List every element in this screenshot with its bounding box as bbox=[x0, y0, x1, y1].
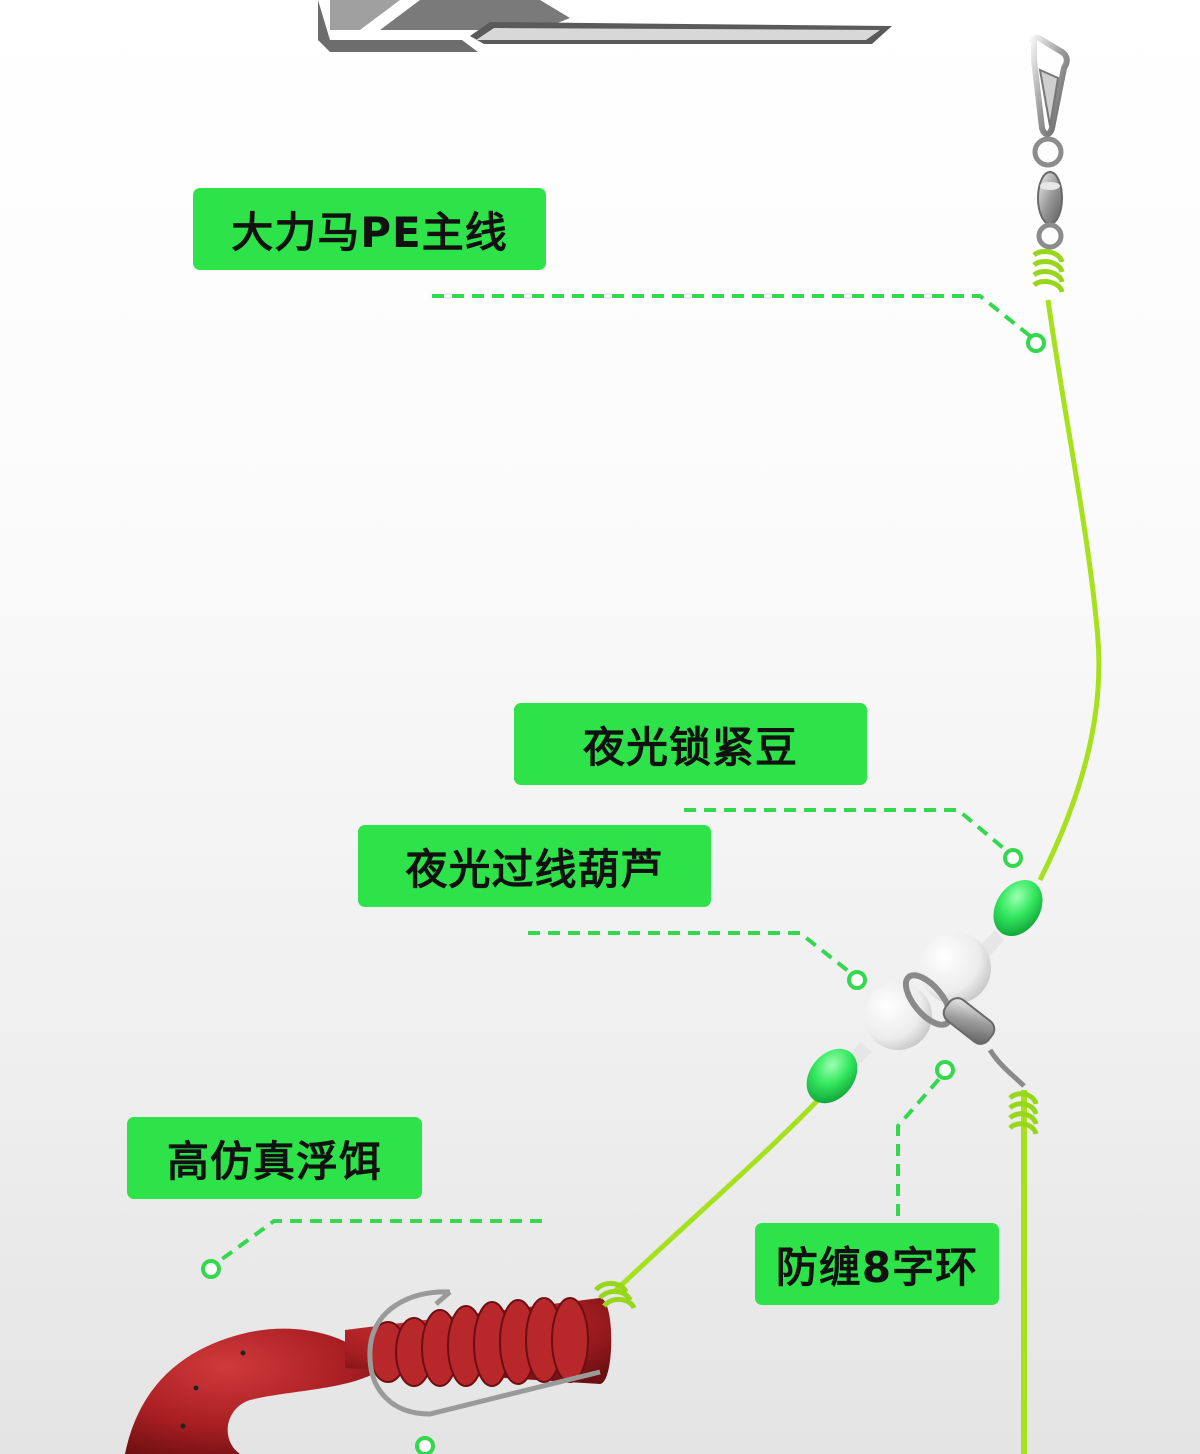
label-swivel: 防缠8字环 bbox=[755, 1223, 999, 1305]
callout-swivel bbox=[896, 1060, 955, 1216]
label-glow-gourd-text: 夜光过线葫芦 bbox=[405, 844, 664, 894]
label-swivel-text: 防缠8字环 bbox=[775, 1242, 979, 1292]
hook-icon bbox=[367, 1289, 601, 1417]
glow-gourd-icon bbox=[848, 930, 1004, 1066]
bait-icon bbox=[125, 1297, 612, 1454]
label-glow-lock-bead: 夜光锁紧豆 bbox=[514, 703, 867, 785]
header-banner-decoration bbox=[318, 0, 892, 52]
label-bait-text: 高仿真浮饵 bbox=[166, 1136, 382, 1186]
label-main-pe-line: 大力马PE主线 bbox=[193, 188, 546, 270]
label-glow-lock-bead-text: 夜光锁紧豆 bbox=[582, 722, 798, 772]
main-pe-line bbox=[1037, 299, 1102, 882]
callout-bait bbox=[201, 1219, 542, 1279]
swivel-8-ring-icon bbox=[902, 972, 1026, 1088]
leader-line-to-bait bbox=[612, 1096, 822, 1294]
right-line-knot bbox=[1008, 1091, 1039, 1135]
callout-lock-bead bbox=[684, 808, 1023, 868]
callout-gourd bbox=[528, 931, 867, 990]
label-main-pe-line-text: 大力马PE主线 bbox=[231, 207, 508, 257]
top-line-knot bbox=[1032, 249, 1065, 293]
glow-lock-bead-upper bbox=[993, 880, 1043, 936]
callout-dot-partial bbox=[415, 1436, 435, 1454]
label-glow-gourd: 夜光过线葫芦 bbox=[358, 825, 711, 907]
glow-lock-bead-lower bbox=[806, 1048, 858, 1104]
label-bait: 高仿真浮饵 bbox=[127, 1117, 422, 1199]
snap-swivel-icon bbox=[1029, 34, 1070, 250]
callout-main-line bbox=[432, 294, 1046, 353]
hook-line-knot bbox=[594, 1281, 637, 1310]
